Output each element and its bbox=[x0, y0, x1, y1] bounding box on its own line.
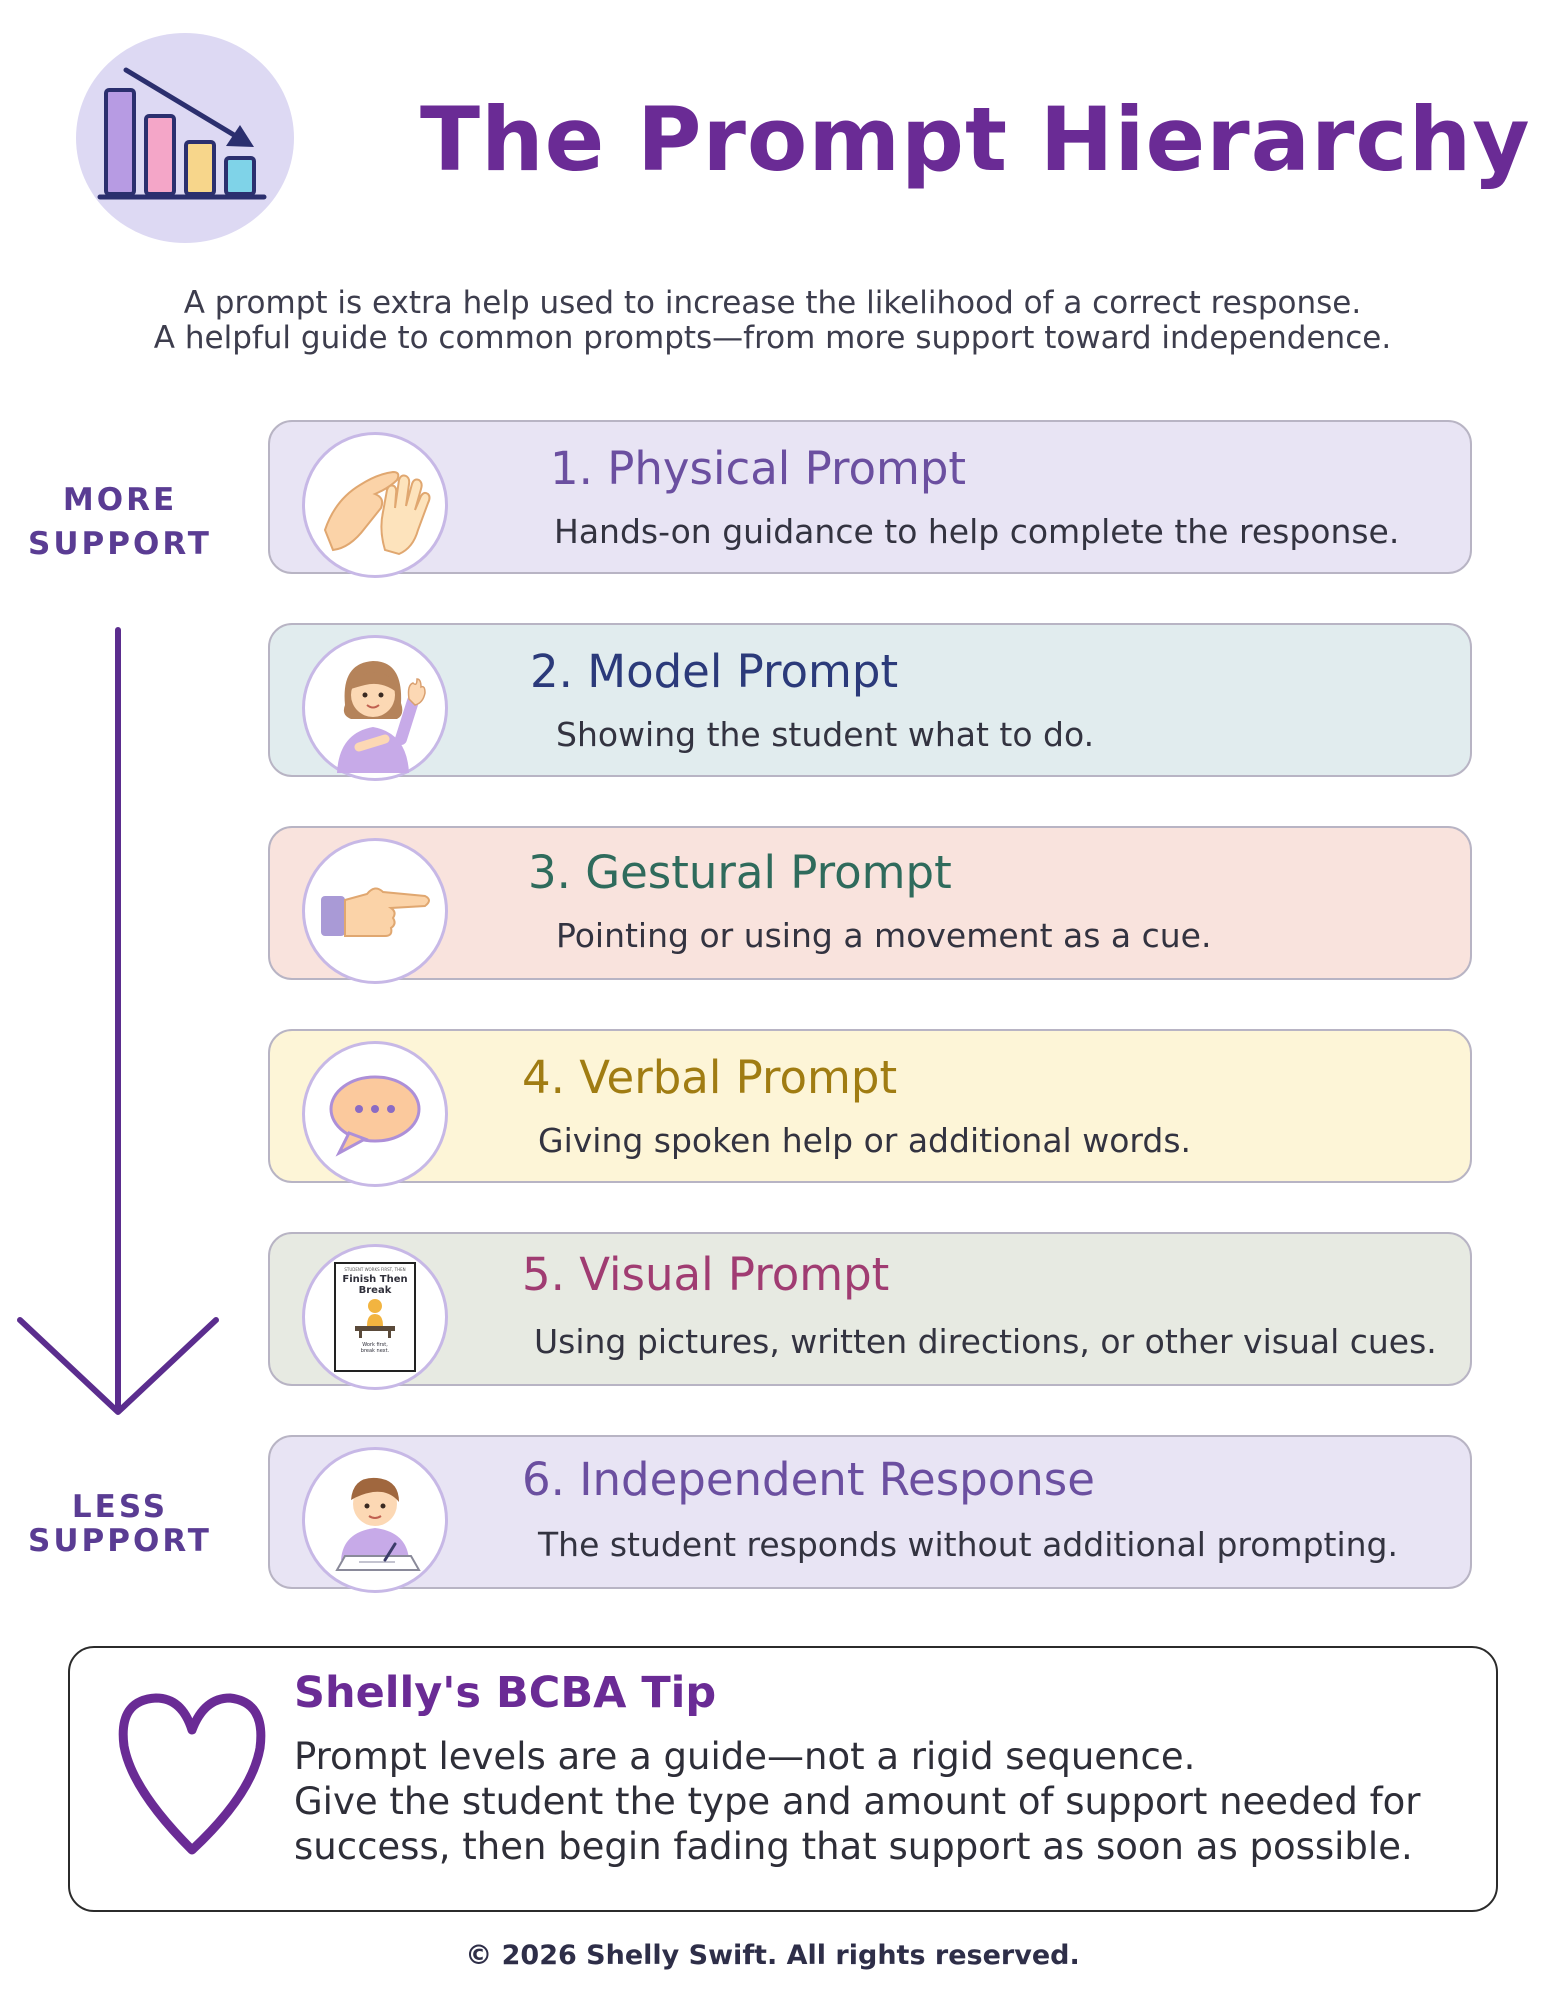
down-arrow-icon bbox=[17, 627, 219, 1415]
prompt-description: Showing the student what to do. bbox=[556, 715, 1095, 754]
prompt-description: Giving spoken help or additional words. bbox=[538, 1121, 1192, 1160]
more-support-line-1: MORE bbox=[62, 482, 178, 518]
icon-frame bbox=[302, 1447, 448, 1593]
visual-card-title-2: Break bbox=[358, 1285, 392, 1296]
prompt-description: The student responds without additional … bbox=[538, 1525, 1398, 1564]
prompt-title: 2. Model Prompt bbox=[530, 645, 899, 698]
subtitle-line-1: A prompt is extra help used to increase … bbox=[183, 285, 1362, 321]
tip-text-line-2: Give the student the type and amount of … bbox=[294, 1780, 1421, 1823]
prompt-card-visual: STUDENT WORKS FIRST, THEN Finish Then Br… bbox=[268, 1232, 1472, 1390]
student-writing-icon bbox=[335, 1477, 421, 1571]
icon-frame bbox=[302, 635, 448, 781]
child-desk-icon bbox=[355, 1299, 395, 1338]
tip-box bbox=[68, 1646, 1498, 1912]
visual-card-title-1: Finish Then bbox=[342, 1274, 408, 1285]
prompt-title: 6. Independent Response bbox=[522, 1453, 1095, 1506]
prompt-title: 5. Visual Prompt bbox=[522, 1248, 890, 1301]
tip-title: Shelly's BCBA Tip bbox=[294, 1668, 717, 1718]
prompt-description: Using pictures, written directions, or o… bbox=[534, 1322, 1437, 1361]
prompt-title: 1. Physical Prompt bbox=[550, 442, 967, 495]
visual-card-bottom-1: Work first, bbox=[362, 1342, 388, 1348]
icon-frame bbox=[302, 838, 448, 984]
prompt-title: 4. Verbal Prompt bbox=[522, 1051, 898, 1104]
prompt-description: Hands-on guidance to help complete the r… bbox=[554, 512, 1400, 551]
more-support-line-2: SUPPORT bbox=[28, 526, 212, 562]
logo-circle bbox=[76, 33, 294, 243]
prompt-card-gestural: 3. Gestural Prompt Pointing or using a m… bbox=[268, 826, 1472, 984]
hands-icon bbox=[323, 470, 431, 556]
more-support-label: MORE SUPPORT bbox=[20, 478, 220, 566]
pointing-hand-icon bbox=[321, 887, 430, 937]
subtitle-line-2: A helpful guide to common prompts—from m… bbox=[153, 320, 1392, 356]
less-support-label: LESS SUPPORT bbox=[20, 1490, 220, 1558]
tip-text-line-1: Prompt levels are a guide—not a rigid se… bbox=[294, 1735, 1196, 1778]
declining-bar-chart-icon bbox=[97, 67, 267, 200]
teacher-icon bbox=[337, 661, 426, 773]
icon-frame bbox=[302, 432, 448, 578]
icon-frame: STUDENT WORKS FIRST, THEN Finish Then Br… bbox=[302, 1244, 448, 1390]
visual-card-bottom-2: break next. bbox=[360, 1348, 390, 1354]
less-support-line-2: SUPPORT bbox=[28, 1523, 212, 1559]
speech-bubble-icon bbox=[329, 1075, 421, 1157]
less-support-line-1: LESS bbox=[71, 1489, 169, 1525]
visual-card-top: STUDENT WORKS FIRST, THEN bbox=[344, 1267, 406, 1272]
prompt-card-model: 2. Model Prompt Showing the student what… bbox=[268, 623, 1472, 781]
prompt-title: 3. Gestural Prompt bbox=[528, 846, 952, 899]
finish-then-break-card: STUDENT WORKS FIRST, THEN Finish Then Br… bbox=[334, 1262, 416, 1372]
tip-text-line-3: success, then begin fading that support … bbox=[294, 1825, 1413, 1868]
copyright-footer: © 2026 Shelly Swift. All rights reserved… bbox=[465, 1940, 1080, 1971]
heart-icon bbox=[118, 1693, 266, 1855]
prompt-card-verbal: 4. Verbal Prompt Giving spoken help or a… bbox=[268, 1029, 1472, 1187]
page-title: The Prompt Hierarchy bbox=[420, 88, 1531, 191]
prompt-description: Pointing or using a movement as a cue. bbox=[556, 916, 1212, 955]
prompt-card-physical: 1. Physical Prompt Hands-on guidance to … bbox=[268, 420, 1472, 578]
icon-frame bbox=[302, 1041, 448, 1187]
prompt-card-independent: 6. Independent Response The student resp… bbox=[268, 1435, 1472, 1593]
